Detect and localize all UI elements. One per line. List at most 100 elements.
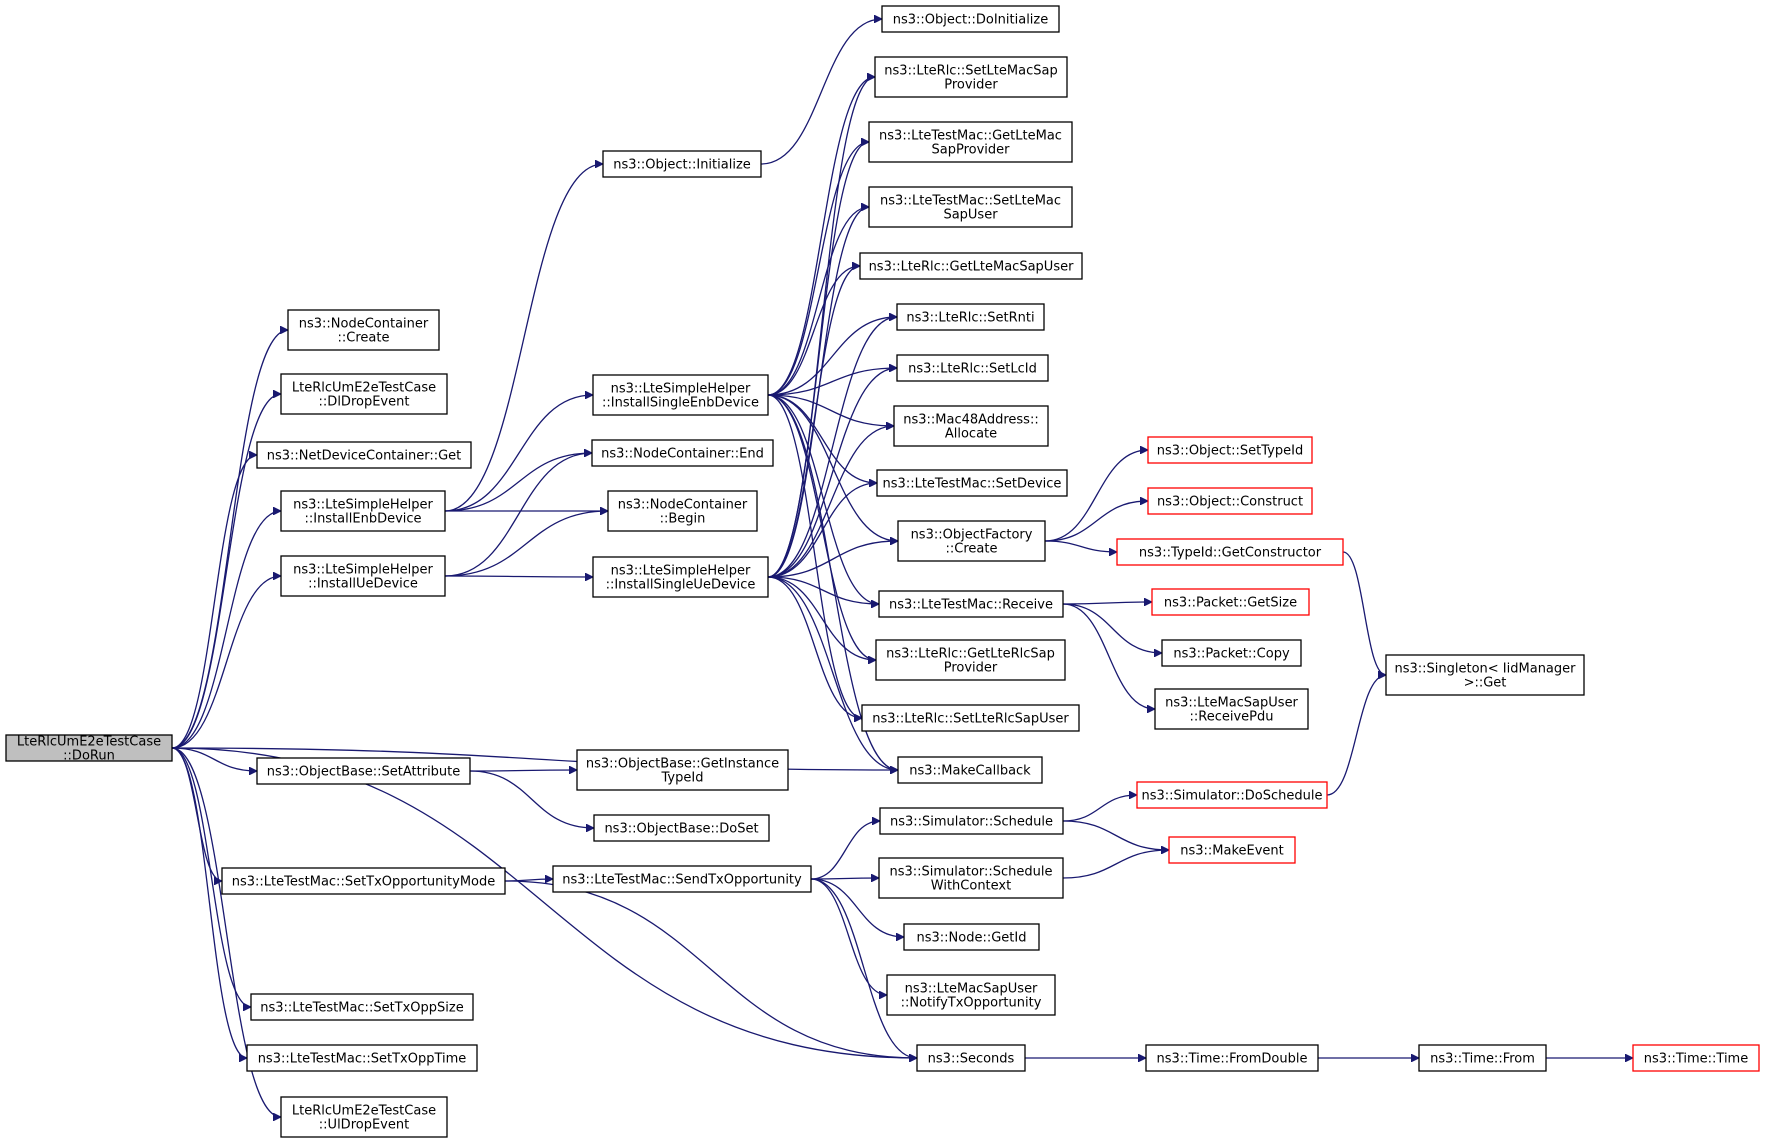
- function-node-settxsize[interactable]: ns3::LteTestMac::SetTxOppSize: [250, 993, 474, 1021]
- function-node-setlcid[interactable]: ns3::LteRlc::SetLcId: [896, 354, 1049, 382]
- function-node-box[interactable]: [221, 867, 506, 895]
- function-node-box[interactable]: [881, 5, 1060, 33]
- function-node-obj_init[interactable]: ns3::Object::Initialize: [602, 150, 762, 178]
- function-node-settxtime[interactable]: ns3::LteTestMac::SetTxOppTime: [246, 1044, 478, 1072]
- function-node-box[interactable]: [1147, 436, 1313, 464]
- function-node-inst_ue[interactable]: ns3::LteSimpleHelper::InstallUeDevice: [280, 555, 446, 597]
- function-node-box[interactable]: [875, 639, 1066, 681]
- function-node-box[interactable]: [874, 56, 1068, 98]
- function-node-dldrop[interactable]: LteRlcUmE2eTestCase::DlDropEvent: [280, 373, 448, 415]
- function-node-copy[interactable]: ns3::Packet::Copy: [1161, 639, 1302, 667]
- function-node-setrnti[interactable]: ns3::LteRlc::SetRnti: [896, 303, 1045, 331]
- function-node-box[interactable]: [876, 469, 1068, 497]
- function-node-box[interactable]: [552, 865, 812, 893]
- function-node-nc_begin[interactable]: ns3::NodeContainer::Begin: [607, 490, 758, 532]
- function-node-seconds[interactable]: ns3::Seconds: [916, 1044, 1026, 1072]
- function-node-nc_create[interactable]: ns3::NodeContainer::Create: [287, 309, 440, 351]
- function-node-box[interactable]: [861, 704, 1080, 732]
- function-node-box[interactable]: [246, 1044, 478, 1072]
- function-node-nc_end[interactable]: ns3::NodeContainer::End: [591, 439, 774, 467]
- function-node-objfactory[interactable]: ns3::ObjectFactory::Create: [897, 520, 1046, 562]
- function-node-settypeid[interactable]: ns3::Object::SetTypeId: [1147, 436, 1313, 464]
- function-node-single_ue[interactable]: ns3::LteSimpleHelper::InstallSingleUeDev…: [592, 556, 769, 598]
- function-node-doset[interactable]: ns3::ObjectBase::DoSet: [593, 814, 770, 842]
- function-node-box[interactable]: [592, 556, 769, 598]
- function-node-box[interactable]: [1147, 487, 1313, 515]
- function-node-box[interactable]: [1154, 688, 1309, 730]
- function-node-box[interactable]: [280, 1096, 448, 1138]
- function-node-box[interactable]: [897, 520, 1046, 562]
- function-node-uldrop[interactable]: LteRlcUmE2eTestCase::UlDropEvent: [280, 1096, 448, 1138]
- function-node-box[interactable]: [1632, 1044, 1760, 1072]
- function-node-ndc_get[interactable]: ns3::NetDeviceContainer::Get: [256, 441, 472, 469]
- function-node-box[interactable]: [280, 490, 446, 532]
- function-node-inst_enb[interactable]: ns3::LteSimpleHelper::InstallEnbDevice: [280, 490, 446, 532]
- function-node-schedule[interactable]: ns3::Simulator::Schedule: [879, 807, 1064, 835]
- function-node-box[interactable]: [250, 993, 474, 1021]
- function-node-doinit[interactable]: ns3::Object::DoInitialize: [881, 5, 1060, 33]
- function-node-box[interactable]: [879, 807, 1064, 835]
- function-node-box[interactable]: [5, 734, 173, 762]
- function-node-box[interactable]: [859, 252, 1083, 280]
- function-node-box[interactable]: [1116, 538, 1344, 566]
- function-node-receive[interactable]: ns3::LteTestMac::Receive: [878, 590, 1064, 618]
- function-node-box[interactable]: [1145, 1044, 1319, 1072]
- function-node-box[interactable]: [878, 857, 1064, 899]
- function-node-box[interactable]: [592, 374, 769, 416]
- function-node-time[interactable]: ns3::Time::Time: [1632, 1044, 1760, 1072]
- function-node-construct[interactable]: ns3::Object::Construct: [1147, 487, 1313, 515]
- function-node-single_enb[interactable]: ns3::LteSimpleHelper::InstallSingleEnbDe…: [592, 374, 769, 416]
- function-node-mac48[interactable]: ns3::Mac48Address::Allocate: [893, 405, 1049, 447]
- function-node-setattr[interactable]: ns3::ObjectBase::SetAttribute: [256, 757, 471, 785]
- function-node-box[interactable]: [886, 974, 1056, 1016]
- function-node-box[interactable]: [868, 186, 1073, 228]
- function-node-box[interactable]: [602, 150, 762, 178]
- function-node-box[interactable]: [1161, 639, 1302, 667]
- function-node-box[interactable]: [896, 303, 1045, 331]
- function-node-box[interactable]: [593, 814, 770, 842]
- function-node-makecallback[interactable]: ns3::MakeCallback: [897, 756, 1043, 784]
- function-node-singleton[interactable]: ns3::Singleton< IidManager>::Get: [1385, 654, 1585, 696]
- function-node-box[interactable]: [280, 555, 446, 597]
- function-node-getid[interactable]: ns3::Node::GetId: [903, 923, 1040, 951]
- function-node-box[interactable]: [868, 121, 1073, 163]
- function-node-setdevice[interactable]: ns3::LteTestMac::SetDevice: [876, 469, 1068, 497]
- function-node-box[interactable]: [1385, 654, 1585, 696]
- function-node-box[interactable]: [607, 490, 758, 532]
- function-node-box[interactable]: [256, 757, 471, 785]
- function-node-box[interactable]: [1136, 781, 1328, 809]
- function-node-box[interactable]: [1418, 1044, 1547, 1072]
- function-node-settxmode[interactable]: ns3::LteTestMac::SetTxOpportunityMode: [221, 867, 506, 895]
- function-node-fromdouble[interactable]: ns3::Time::FromDouble: [1145, 1044, 1319, 1072]
- function-node-box[interactable]: [896, 354, 1049, 382]
- function-node-makeevent[interactable]: ns3::MakeEvent: [1168, 836, 1296, 864]
- function-node-recvpdu[interactable]: ns3::LteMacSapUser::ReceivePdu: [1154, 688, 1309, 730]
- function-node-getsize[interactable]: ns3::Packet::GetSize: [1151, 588, 1310, 616]
- function-node-box[interactable]: [280, 373, 448, 415]
- function-node-box[interactable]: [916, 1044, 1026, 1072]
- function-node-box[interactable]: [287, 309, 440, 351]
- function-node-notifytx[interactable]: ns3::LteMacSapUser::NotifyTxOpportunity: [886, 974, 1056, 1016]
- function-node-box[interactable]: [591, 439, 774, 467]
- function-node-box[interactable]: [1168, 836, 1296, 864]
- function-node-doschedule[interactable]: ns3::Simulator::DoSchedule: [1136, 781, 1328, 809]
- function-node-getctor[interactable]: ns3::TypeId::GetConstructor: [1116, 538, 1344, 566]
- function-node-box[interactable]: [903, 923, 1040, 951]
- function-node-box[interactable]: [878, 590, 1064, 618]
- function-node-box[interactable]: [897, 756, 1043, 784]
- function-node-box[interactable]: [256, 441, 472, 469]
- function-node-box[interactable]: [1151, 588, 1310, 616]
- function-node-run[interactable]: LteRlcUmE2eTestCase::DoRun: [5, 734, 173, 764]
- function-node-sendtx[interactable]: ns3::LteTestMac::SendTxOpportunity: [552, 865, 812, 893]
- function-node-setlterlcsapuser[interactable]: ns3::LteRlc::SetLteRlcSapUser: [861, 704, 1080, 732]
- function-node-from[interactable]: ns3::Time::From: [1418, 1044, 1547, 1072]
- function-node-box[interactable]: [893, 405, 1049, 447]
- function-node-box[interactable]: [576, 749, 789, 791]
- function-node-getltemacsapuser[interactable]: ns3::LteRlc::GetLteMacSapUser: [859, 252, 1083, 280]
